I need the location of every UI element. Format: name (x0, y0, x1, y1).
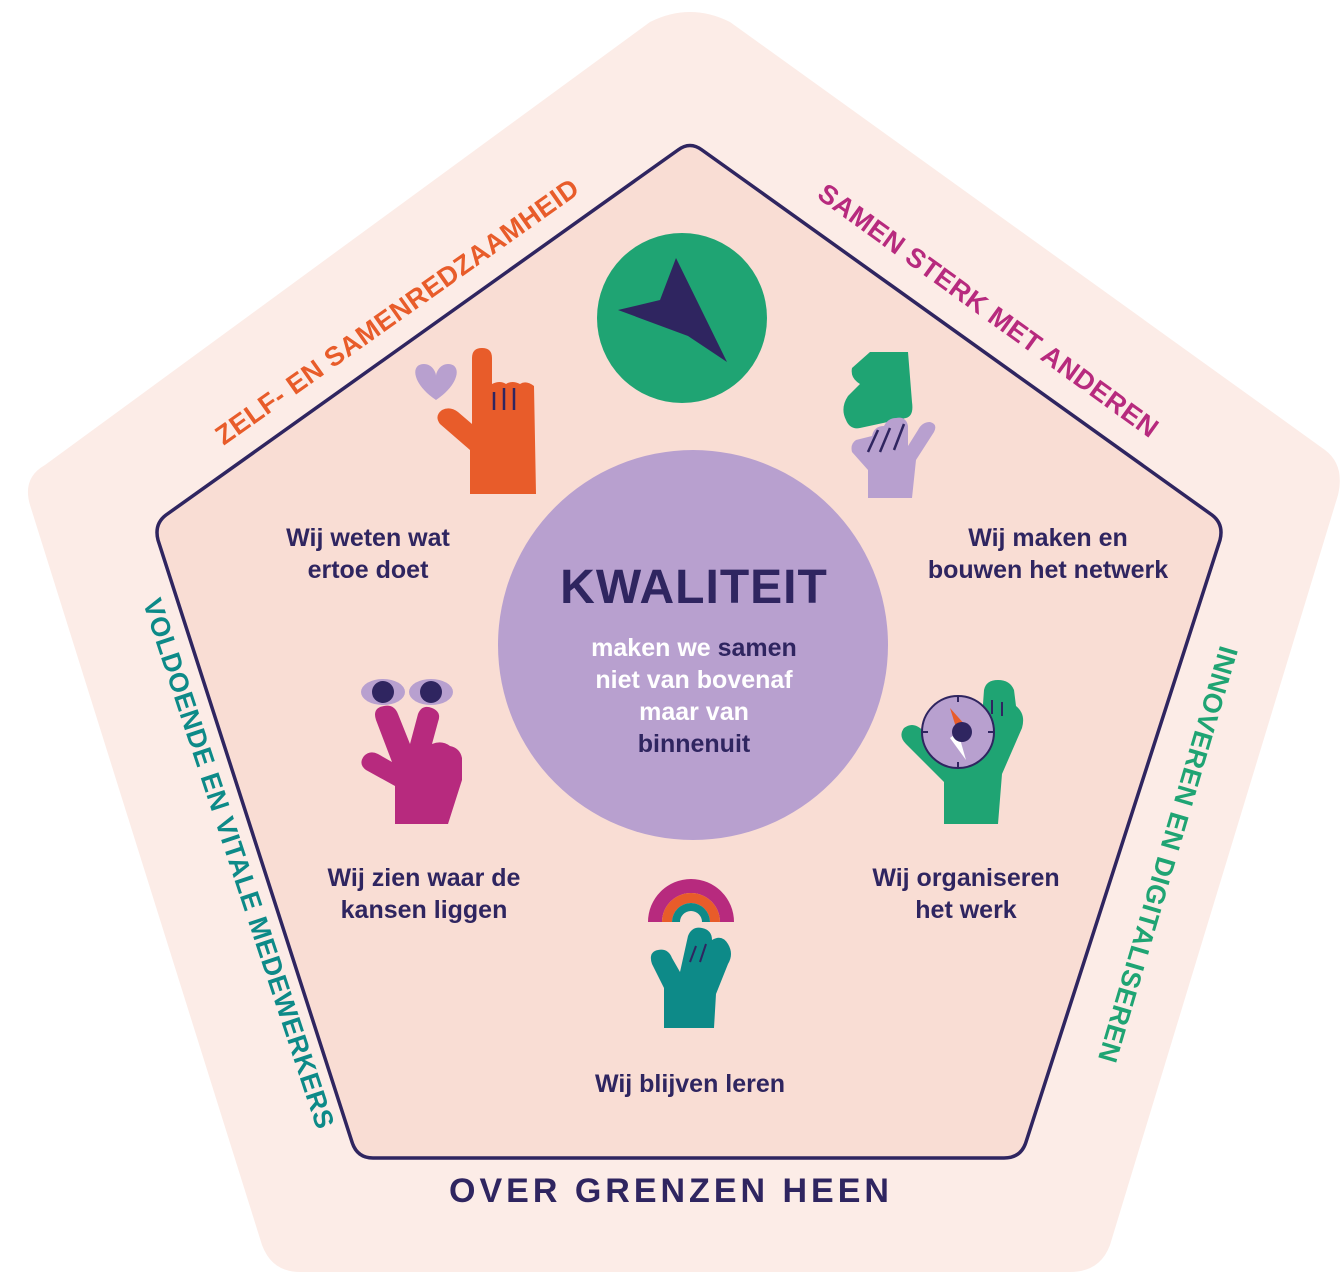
center-circle (498, 450, 888, 840)
center-sub-line2: niet van bovenaf (595, 666, 793, 694)
center-sub-line1a: maken we (591, 634, 718, 662)
compass-arrow-icon (597, 233, 767, 403)
statement-organiseren-line1: Wij organiseren (872, 864, 1060, 892)
center-sub-line1b: samen (717, 634, 797, 662)
statement-maken-line1: Wij maken en (968, 524, 1128, 552)
peace-hand-eyes-icon (361, 679, 462, 824)
center-subtitle: maken we samen niet van bovenaf maar van… (520, 632, 868, 760)
center-title: KWALITEIT (560, 561, 828, 614)
statement-weten: Wij weten wat ertoe doet (228, 522, 508, 586)
statement-leren: Wij blijven leren (594, 1070, 786, 1098)
statement-zien-line2: kansen liggen (340, 896, 508, 924)
center-sub-line3: maar van (639, 698, 749, 726)
statement-weten-line1: Wij weten wat (286, 524, 450, 552)
edge-label-over-grenzen: OVER GRENZEN HEEN (449, 1172, 893, 1210)
statement-maken: Wij maken en bouwen het netwerk (898, 522, 1198, 586)
statement-zien-line1: Wij zien waar de (327, 864, 521, 892)
statement-organiseren: Wij organiseren het werk (826, 862, 1106, 926)
statement-zien: Wij zien waar de kansen liggen (284, 862, 564, 926)
center-sub-line4: binnenuit (637, 730, 751, 758)
pointing-hand-heart-icon (415, 348, 536, 494)
statement-weten-line2: ertoe doet (307, 556, 429, 584)
holding-hands-icon (843, 352, 936, 498)
statement-organiseren-line2: het werk (915, 896, 1017, 924)
hand-rainbow-icon (648, 879, 734, 1028)
statement-maken-line2: bouwen het netwerk (927, 556, 1169, 584)
hand-compass-icon (901, 680, 1024, 824)
